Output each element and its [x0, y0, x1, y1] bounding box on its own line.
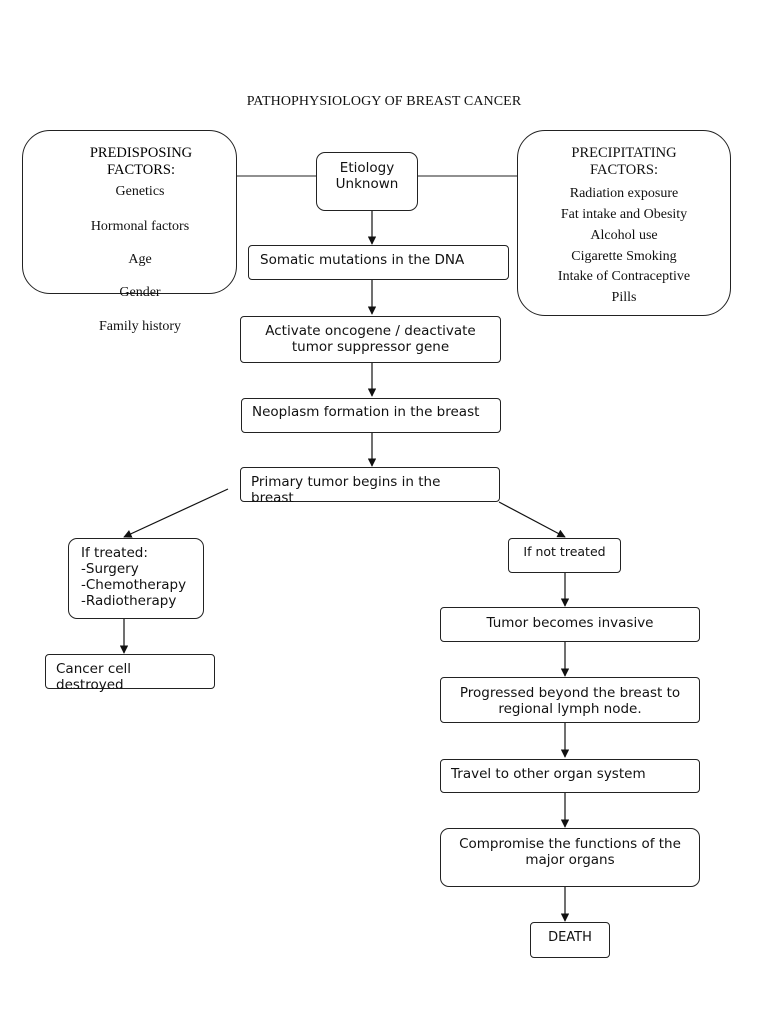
predisposing-item-genetics: Genetics — [115, 184, 165, 199]
predisposing-item-gender: Gender — [119, 285, 161, 300]
precipitating-item-alcohol: Alcohol use — [590, 228, 658, 243]
node-death: DEATH — [530, 922, 610, 958]
predisposing-heading-line: FACTORS: — [107, 162, 175, 178]
diagram-title: PATHOPHYSIOLOGY OF BREAST CANCER — [246, 94, 522, 109]
predisposing-factors-box — [22, 130, 237, 294]
node-if-not-treated: If not treated — [508, 538, 621, 573]
precipitating-heading-line: PRECIPITATING — [571, 145, 677, 161]
predisposing-heading-line: PREDISPOSING — [89, 145, 193, 161]
node-neoplasm-formation: Neoplasm formation in the breast — [241, 398, 501, 433]
node-cancer-cell-destroyed: Cancer cell destroyed — [45, 654, 215, 693]
node-if-treated: If treated: -Surgery -Chemotherapy -Radi… — [68, 538, 204, 619]
precipitating-item-radiation: Radiation exposure — [569, 186, 679, 201]
node-primary-tumor: Primary tumor begins in the breast — [240, 467, 500, 506]
node-tumor-invasive: Tumor becomes invasive — [440, 607, 700, 642]
predisposing-heading: PREDISPOSING FACTORS: — [22, 145, 260, 179]
precipitating-item-contraceptive: Intake of Contraceptive — [557, 269, 691, 284]
precipitating-heading-line: FACTORS: — [590, 162, 658, 178]
node-etiology-unknown: Etiology Unknown — [316, 152, 418, 211]
node-activate-oncogene: Activate oncogene / deactivate tumor sup… — [240, 316, 501, 363]
arrow-primary-to-treated — [123, 488, 229, 538]
node-somatic-mutations: Somatic mutations in the DNA — [248, 245, 509, 280]
node-compromise-functions: Compromise the functions of the major or… — [440, 828, 700, 887]
predisposing-item-family-history: Family history — [98, 319, 182, 334]
precipitating-factors-box: PRECIPITATING FACTORS: Radiation exposur… — [517, 130, 731, 316]
predisposing-item-hormonal: Hormonal factors — [90, 219, 190, 234]
precipitating-item-fat-obesity: Fat intake and Obesity — [560, 207, 688, 222]
node-regional-lymph: Progressed beyond the breast to regional… — [440, 677, 700, 723]
node-travel-organ-system: Travel to other organ system — [440, 759, 700, 793]
arrow-primary-to-not-treated — [498, 501, 566, 538]
predisposing-item-age: Age — [128, 252, 152, 267]
precipitating-item-pills: Pills — [611, 290, 637, 305]
precipitating-item-smoking: Cigarette Smoking — [571, 249, 677, 264]
